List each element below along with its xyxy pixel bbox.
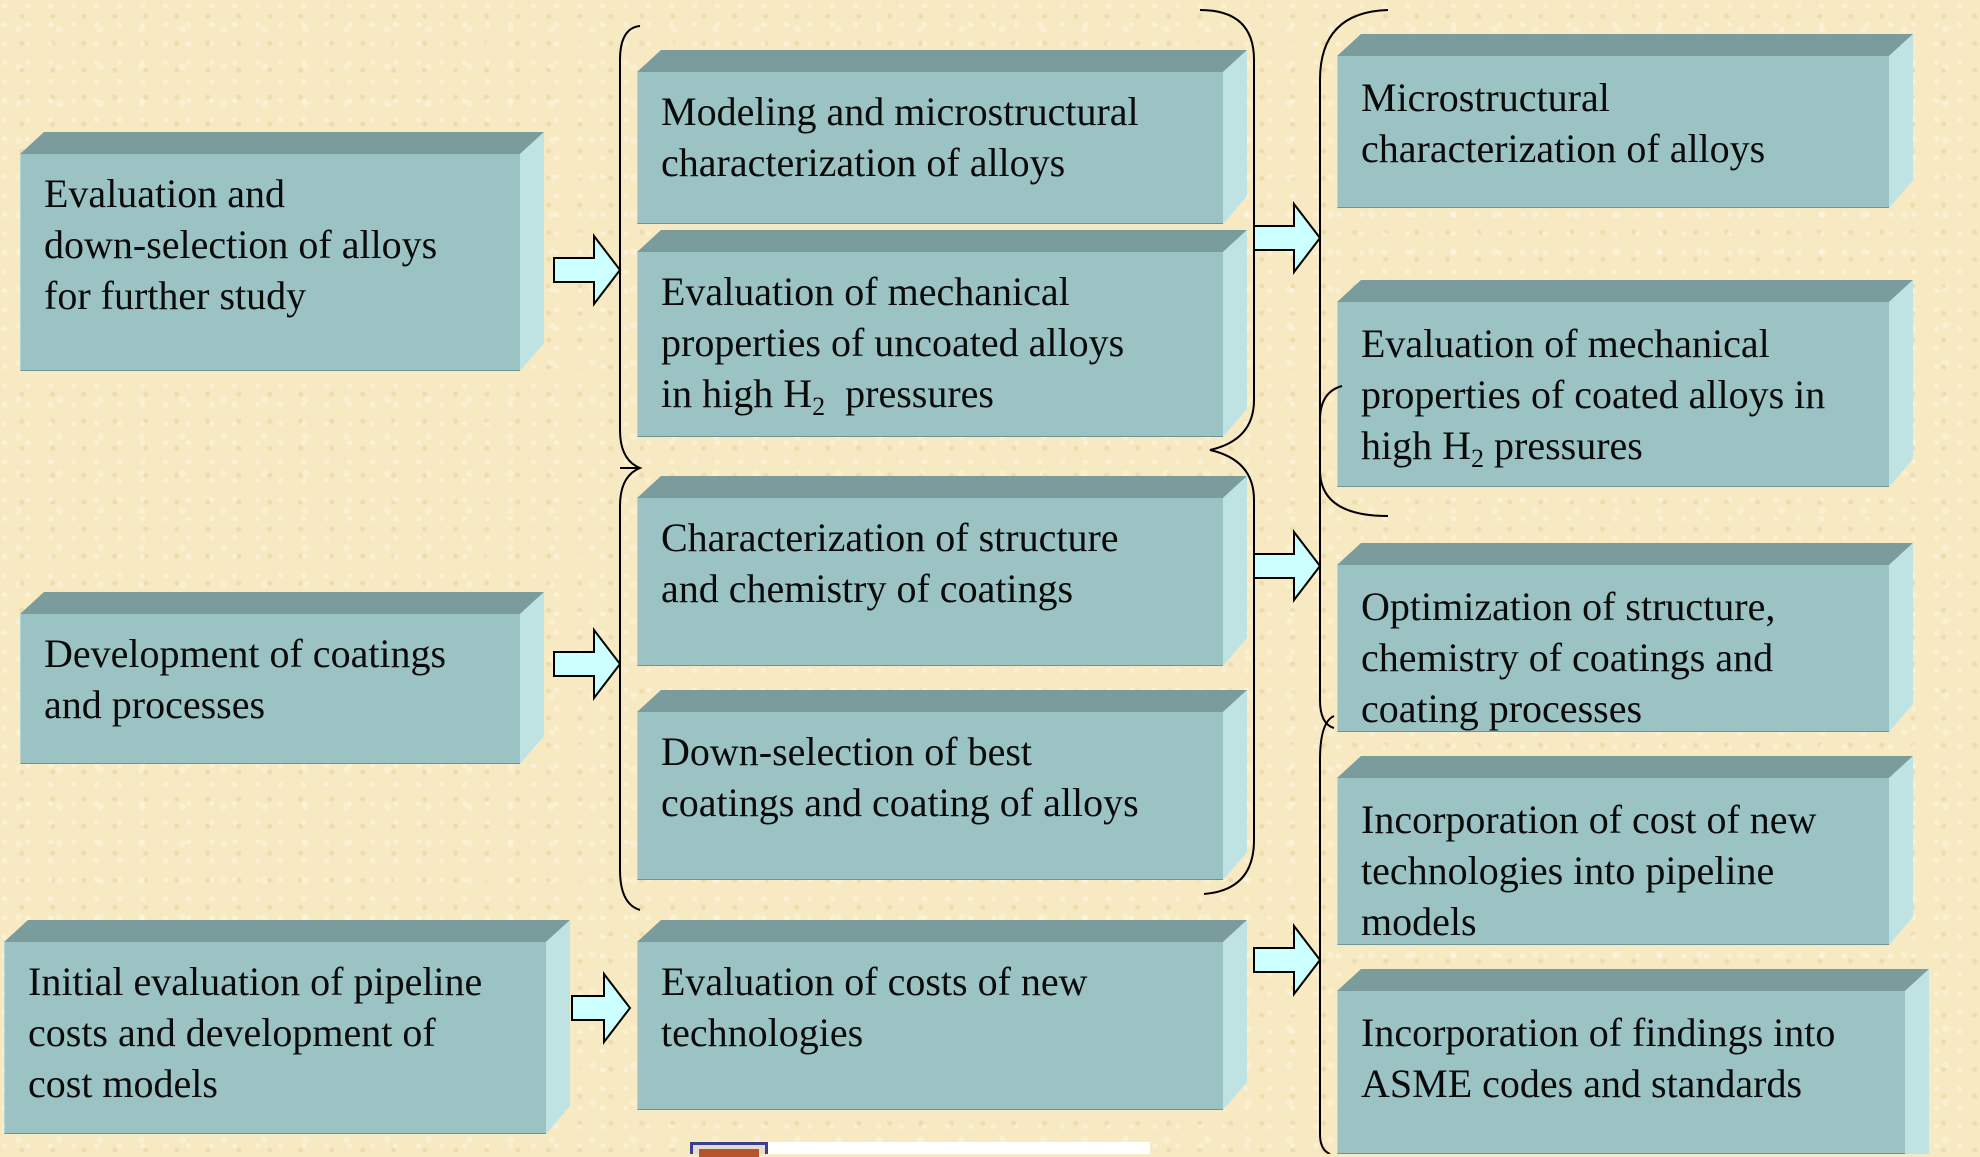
box-alloy-evaluation: Evaluation and down-selection of alloys … <box>20 132 544 371</box>
h2-subscript: 2 <box>812 392 826 421</box>
box-optimization-label: Optimization of structure, chemistry of … <box>1361 584 1776 731</box>
box-microstructural-characterization-label: Microstructural characterization of allo… <box>1361 75 1766 171</box>
box-coating-structure: Characterization of structure and chemis… <box>637 476 1247 666</box>
footer-strip <box>768 1142 1150 1154</box>
brace-column3-mech <box>1319 385 1389 517</box>
mech-uncoated-text-end: pressures <box>825 371 994 416</box>
arrow-column2-top-to-column3 <box>1253 201 1322 275</box>
brace-column3-bottom <box>1319 715 1335 1154</box>
mech-uncoated-text: Evaluation of mechanical properties of u… <box>661 269 1125 416</box>
box-pipeline-costs-label: Initial evaluation of pipeline costs and… <box>28 959 483 1106</box>
box-mechanical-coated: Evaluation of mechanical properties of c… <box>1337 280 1913 487</box>
box-microstructural-characterization: Microstructural characterization of allo… <box>1337 34 1913 208</box>
box-coatings-development: Development of coatings and processes <box>20 592 544 764</box>
arrow-pipeline-to-costs <box>571 971 632 1045</box>
box-costs-new-technologies-label: Evaluation of costs of new technologies <box>661 959 1088 1055</box>
mech-coated-text: Evaluation of mechanical properties of c… <box>1361 321 1826 468</box>
box-pipeline-costs: Initial evaluation of pipeline costs and… <box>4 920 570 1134</box>
box-costs-new-technologies: Evaluation of costs of new technologies <box>637 920 1247 1110</box>
mech-coated-text-end: pressures <box>1484 423 1643 468</box>
box-coating-downselection-label: Down-selection of best coatings and coat… <box>661 729 1139 825</box>
h2-subscript: 2 <box>1471 444 1484 473</box>
box-asme: Incorporation of findings into ASME code… <box>1337 969 1929 1154</box>
logo-icon <box>690 1142 768 1157</box>
brace-column3-top <box>1319 9 1389 729</box>
box-optimization: Optimization of structure, chemistry of … <box>1337 543 1913 732</box>
brace-right-top <box>1199 9 1255 895</box>
box-coatings-development-label: Development of coatings and processes <box>44 631 447 727</box>
arrow-column2-middle-to-column3 <box>1253 529 1322 603</box>
box-mechanical-uncoated: Evaluation of mechanical properties of u… <box>637 230 1247 437</box>
box-mechanical-uncoated-label: Evaluation of mechanical properties of u… <box>661 266 1125 421</box>
arrow-coatings-to-column2 <box>553 627 622 701</box>
box-asme-label: Incorporation of findings into ASME code… <box>1361 1010 1836 1106</box>
box-modeling-microstructural: Modeling and microstructural characteriz… <box>637 50 1247 224</box>
arrow-alloy-to-column2 <box>553 233 622 307</box>
box-alloy-evaluation-label: Evaluation and down-selection of alloys … <box>44 171 438 318</box>
box-cost-incorporation: Incorporation of cost of new technologie… <box>1337 756 1913 945</box>
box-coating-structure-label: Characterization of structure and chemis… <box>661 515 1119 611</box>
arrow-costs-to-column3 <box>1253 923 1322 997</box>
box-cost-incorporation-label: Incorporation of cost of new technologie… <box>1361 797 1817 944</box>
box-coating-downselection: Down-selection of best coatings and coat… <box>637 690 1247 880</box>
box-modeling-microstructural-label: Modeling and microstructural characteriz… <box>661 89 1139 185</box>
box-mechanical-coated-label: Evaluation of mechanical properties of c… <box>1361 318 1826 473</box>
